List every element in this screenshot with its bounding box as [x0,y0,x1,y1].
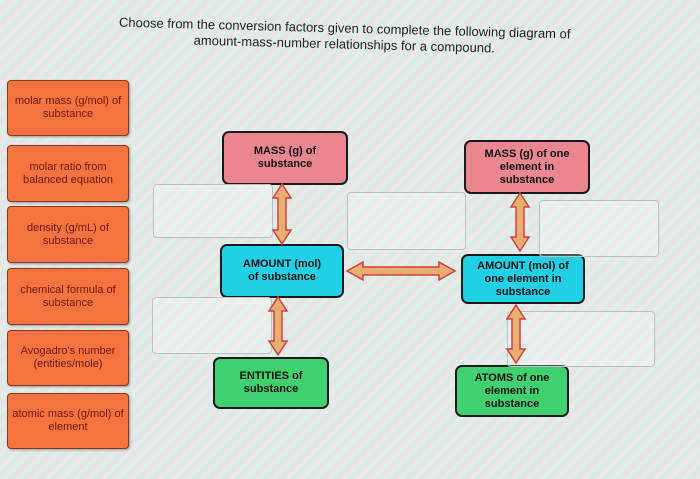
double-arrow-horizontal-icon [345,260,457,282]
double-arrow-vertical-icon [267,295,289,357]
node-label: AMOUNT (mol) of substance [242,258,322,283]
instruction-text: Choose from the conversion factors given… [94,14,595,59]
node-label: MASS (g) of one element in substance [484,147,570,186]
drop-zone-mass-amount-substance[interactable] [153,184,273,238]
node-mass-element: MASS (g) of one element in substance [464,140,590,194]
node-atoms-element: ATOMS of one element in substance [455,365,569,417]
factor-label: chemical formula of substance [20,283,116,309]
node-mass-substance: MASS (g) of substance [222,131,348,185]
factor-label: atomic mass (g/mol) of element [12,408,124,433]
drop-zone-mass-amount-element[interactable] [539,200,659,257]
factor-molar-mass[interactable]: molar mass (g/mol) of substance [7,80,129,136]
factor-chemical-formula[interactable]: chemical formula of substance [7,268,129,325]
factor-label: Avogadro's number (entities/mole) [20,345,116,370]
node-label: AMOUNT (mol) of one element in substance [477,259,569,298]
double-arrow-vertical-icon [271,182,293,246]
node-label: MASS (g) of substance [253,145,317,170]
double-arrow-vertical-icon [505,303,527,365]
factor-label: density (g/mL) of substance [27,221,109,247]
factor-atomic-mass[interactable]: atomic mass (g/mol) of element [7,393,129,449]
factor-molar-ratio[interactable]: molar ratio from balanced equation [7,145,129,202]
drop-zone-amount-entities-substance[interactable] [152,297,272,354]
node-label: ENTITIES of substance [239,370,303,395]
drop-zone-amount-atoms-element[interactable] [507,311,655,367]
factor-avogadro[interactable]: Avogadro's number (entities/mole) [7,330,129,386]
factor-label: molar ratio from balanced equation [23,160,113,186]
node-label: ATOMS of one element in substance [474,371,550,410]
factor-density[interactable]: density (g/mL) of substance [7,206,129,263]
node-entities-substance: ENTITIES of substance [213,357,329,409]
node-amount-element: AMOUNT (mol) of one element in substance [461,254,585,304]
factor-label: molar mass (g/mol) of substance [14,95,122,120]
double-arrow-vertical-icon [509,191,531,253]
drop-zone-amount-substance-element[interactable] [347,192,466,250]
node-amount-substance: AMOUNT (mol) of substance [220,244,344,298]
